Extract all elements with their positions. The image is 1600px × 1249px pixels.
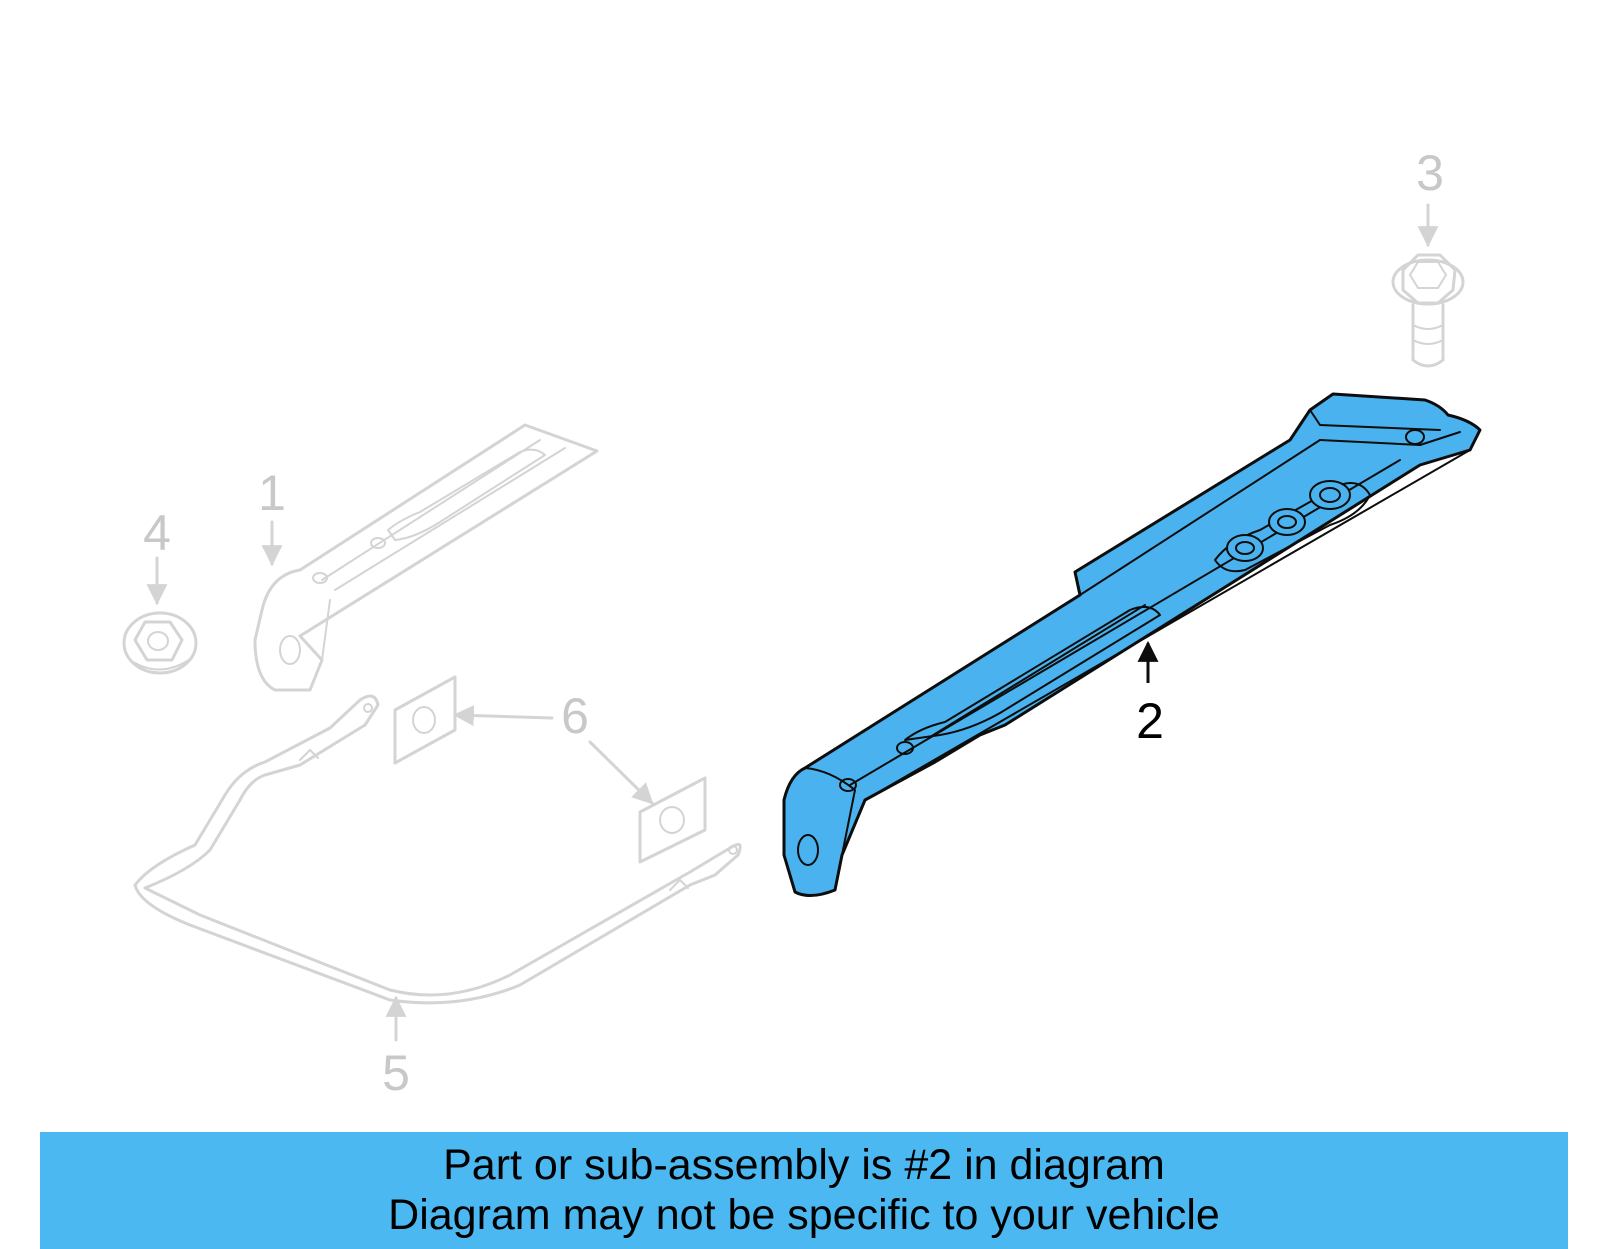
part-2-running-board-highlighted[interactable] <box>782 392 1482 897</box>
callout-5: 5 <box>382 1045 410 1101</box>
callout-1: 1 <box>258 465 286 521</box>
part-6-pad-upper[interactable] <box>393 675 457 765</box>
callout-3: 3 <box>1416 145 1444 201</box>
part-1-left-step[interactable] <box>253 423 599 692</box>
part-5-support-bar[interactable] <box>133 694 742 1005</box>
callout-6: 6 <box>561 688 589 744</box>
part-6-pad-lower[interactable] <box>638 776 707 864</box>
part-4-nut[interactable] <box>122 611 198 675</box>
banner-line-1: Part or sub-assembly is #2 in diagram <box>443 1141 1165 1189</box>
leader-arrow-6a <box>452 705 554 727</box>
callout-2: 2 <box>1136 693 1164 749</box>
part-3-bolt[interactable] <box>1391 253 1465 368</box>
leader-arrow-6b <box>588 740 654 805</box>
banner-line-2: Diagram may not be specific to your vehi… <box>388 1191 1220 1239</box>
info-banner: Part or sub-assembly is #2 in diagram Di… <box>40 1132 1568 1249</box>
callout-4: 4 <box>143 505 171 561</box>
